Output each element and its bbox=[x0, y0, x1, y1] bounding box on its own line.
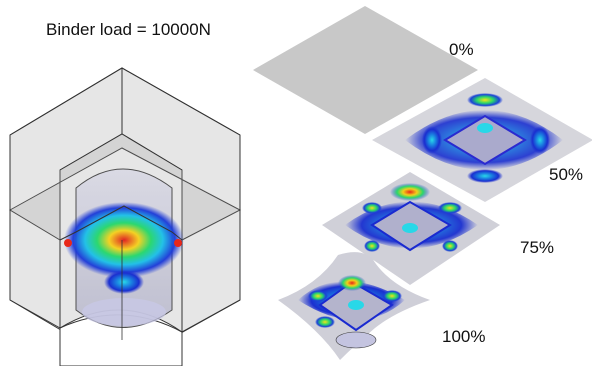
stage-label-75: 75% bbox=[520, 238, 555, 257]
die-assembly-view bbox=[8, 67, 242, 366]
stage-label-0: 0% bbox=[449, 40, 474, 59]
figure-title: Binder load = 10000N bbox=[46, 20, 211, 39]
blank-stage-0 bbox=[253, 6, 478, 134]
stage-label-100: 100% bbox=[442, 327, 486, 346]
blank-stage-50 bbox=[372, 78, 592, 202]
blank-stage-75 bbox=[322, 172, 500, 285]
stage-label-50: 50% bbox=[549, 165, 584, 184]
blank-stage-100 bbox=[278, 252, 430, 360]
